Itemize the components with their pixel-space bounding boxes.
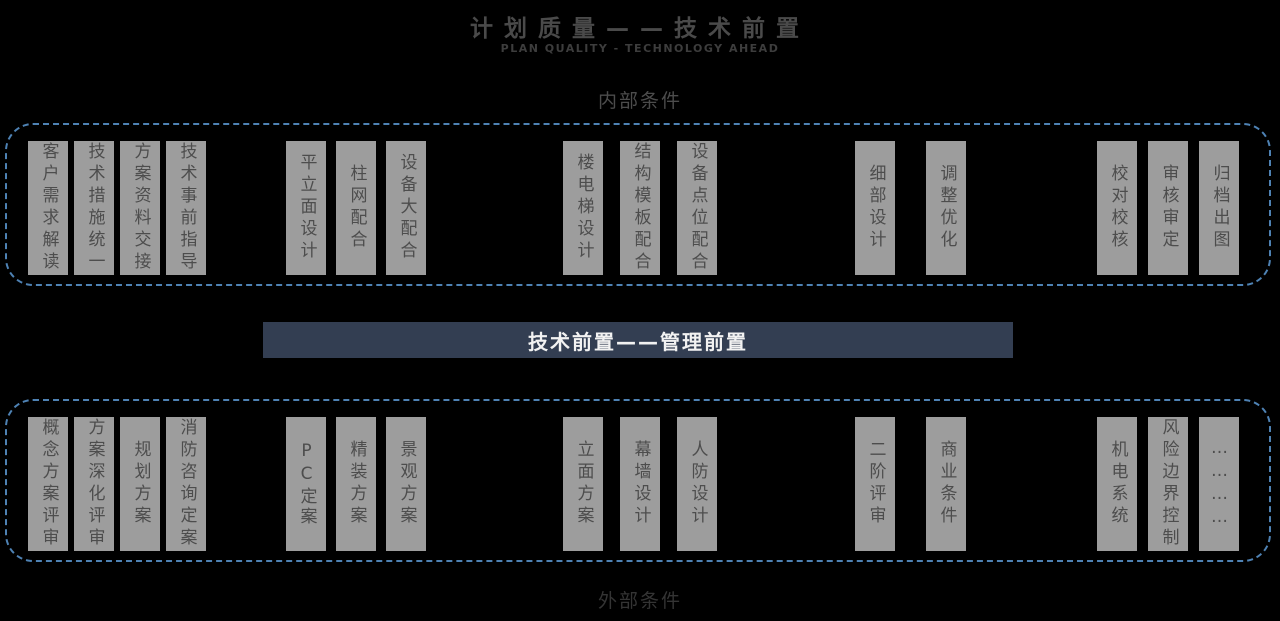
top-box-tech-measures: 技术措施统一 <box>74 141 114 275</box>
page-subtitle: PLAN QUALITY - TECHNOLOGY AHEAD <box>500 42 780 55</box>
bottom-group-facade: 立面方案 幕墙设计 人防设计 <box>563 417 717 551</box>
top-group-layout: 平立面设计 柱网配合 设备大配合 <box>286 141 426 275</box>
bottom-group-systems: 机电系统 风险边界控制 ………… <box>1097 417 1239 551</box>
top-box-proofreading: 校对校核 <box>1097 141 1137 275</box>
bottom-box-landscape: 景观方案 <box>386 417 426 551</box>
bottom-box-concept-review: 概念方案评审 <box>28 417 68 551</box>
bottom-box-planning-scheme: 规划方案 <box>120 417 160 551</box>
bottom-box-curtain-wall: 幕墙设计 <box>620 417 660 551</box>
top-box-archive-output: 归档出图 <box>1199 141 1239 275</box>
top-box-tech-guidance: 技术事前指导 <box>166 141 206 275</box>
bottom-box-commercial: 商业条件 <box>926 417 966 551</box>
banner-label: 技术前置——管理前置 <box>528 329 748 354</box>
bottom-box-second-review: 二阶评审 <box>855 417 895 551</box>
external-conditions-label: 外部条件 <box>597 590 682 612</box>
internal-conditions-container: 客户需求解读 技术措施统一 方案资料交接 技术事前指导 平立面设计 柱网配合 设… <box>5 123 1271 286</box>
top-box-equipment-coord: 设备大配合 <box>386 141 426 275</box>
top-box-column-grid: 柱网配合 <box>336 141 376 275</box>
top-box-elevator-design: 楼电梯设计 <box>563 141 603 275</box>
bottom-group-finalization: PC定案 精装方案 景观方案 <box>286 417 426 551</box>
top-box-customer-needs: 客户需求解读 <box>28 141 68 275</box>
bottom-box-elevation-scheme: 立面方案 <box>563 417 603 551</box>
top-box-plan-elevation: 平立面设计 <box>286 141 326 275</box>
bottom-box-civil-defense: 人防设计 <box>677 417 717 551</box>
bottom-box-ellipsis: ………… <box>1199 417 1239 551</box>
bottom-box-risk-boundary: 风险边界控制 <box>1148 417 1188 551</box>
top-box-audit-approval: 审核审定 <box>1148 141 1188 275</box>
top-box-scheme-handover: 方案资料交接 <box>120 141 160 275</box>
bottom-box-pc-final: PC定案 <box>286 417 326 551</box>
top-box-structure-formwork: 结构模板配合 <box>620 141 660 275</box>
internal-conditions-label: 内部条件 <box>597 90 682 112</box>
page-title: 计划质量——技术前置 <box>470 16 810 42</box>
bottom-box-mep-system: 机电系统 <box>1097 417 1137 551</box>
bottom-box-fire-consult: 消防咨询定案 <box>166 417 206 551</box>
top-group-refinement: 细部设计 调整优化 <box>855 141 966 275</box>
banner: 技术前置——管理前置 <box>263 322 1013 358</box>
top-group-preparation: 客户需求解读 技术措施统一 方案资料交接 技术事前指导 <box>28 141 206 275</box>
top-group-review: 校对校核 审核审定 归档出图 <box>1097 141 1239 275</box>
bottom-group-conditions: 二阶评审 商业条件 <box>855 417 966 551</box>
bottom-box-deepening-review: 方案深化评审 <box>74 417 114 551</box>
top-group-design-coord: 楼电梯设计 结构模板配合 设备点位配合 <box>563 141 717 275</box>
bottom-box-fine-decoration: 精装方案 <box>336 417 376 551</box>
top-box-optimization: 调整优化 <box>926 141 966 275</box>
bottom-group-scheme-review: 概念方案评审 方案深化评审 规划方案 消防咨询定案 <box>28 417 206 551</box>
external-conditions-container: 概念方案评审 方案深化评审 规划方案 消防咨询定案 PC定案 精装方案 景观方案… <box>5 399 1271 562</box>
top-box-detail-design: 细部设计 <box>855 141 895 275</box>
top-box-equipment-points: 设备点位配合 <box>677 141 717 275</box>
